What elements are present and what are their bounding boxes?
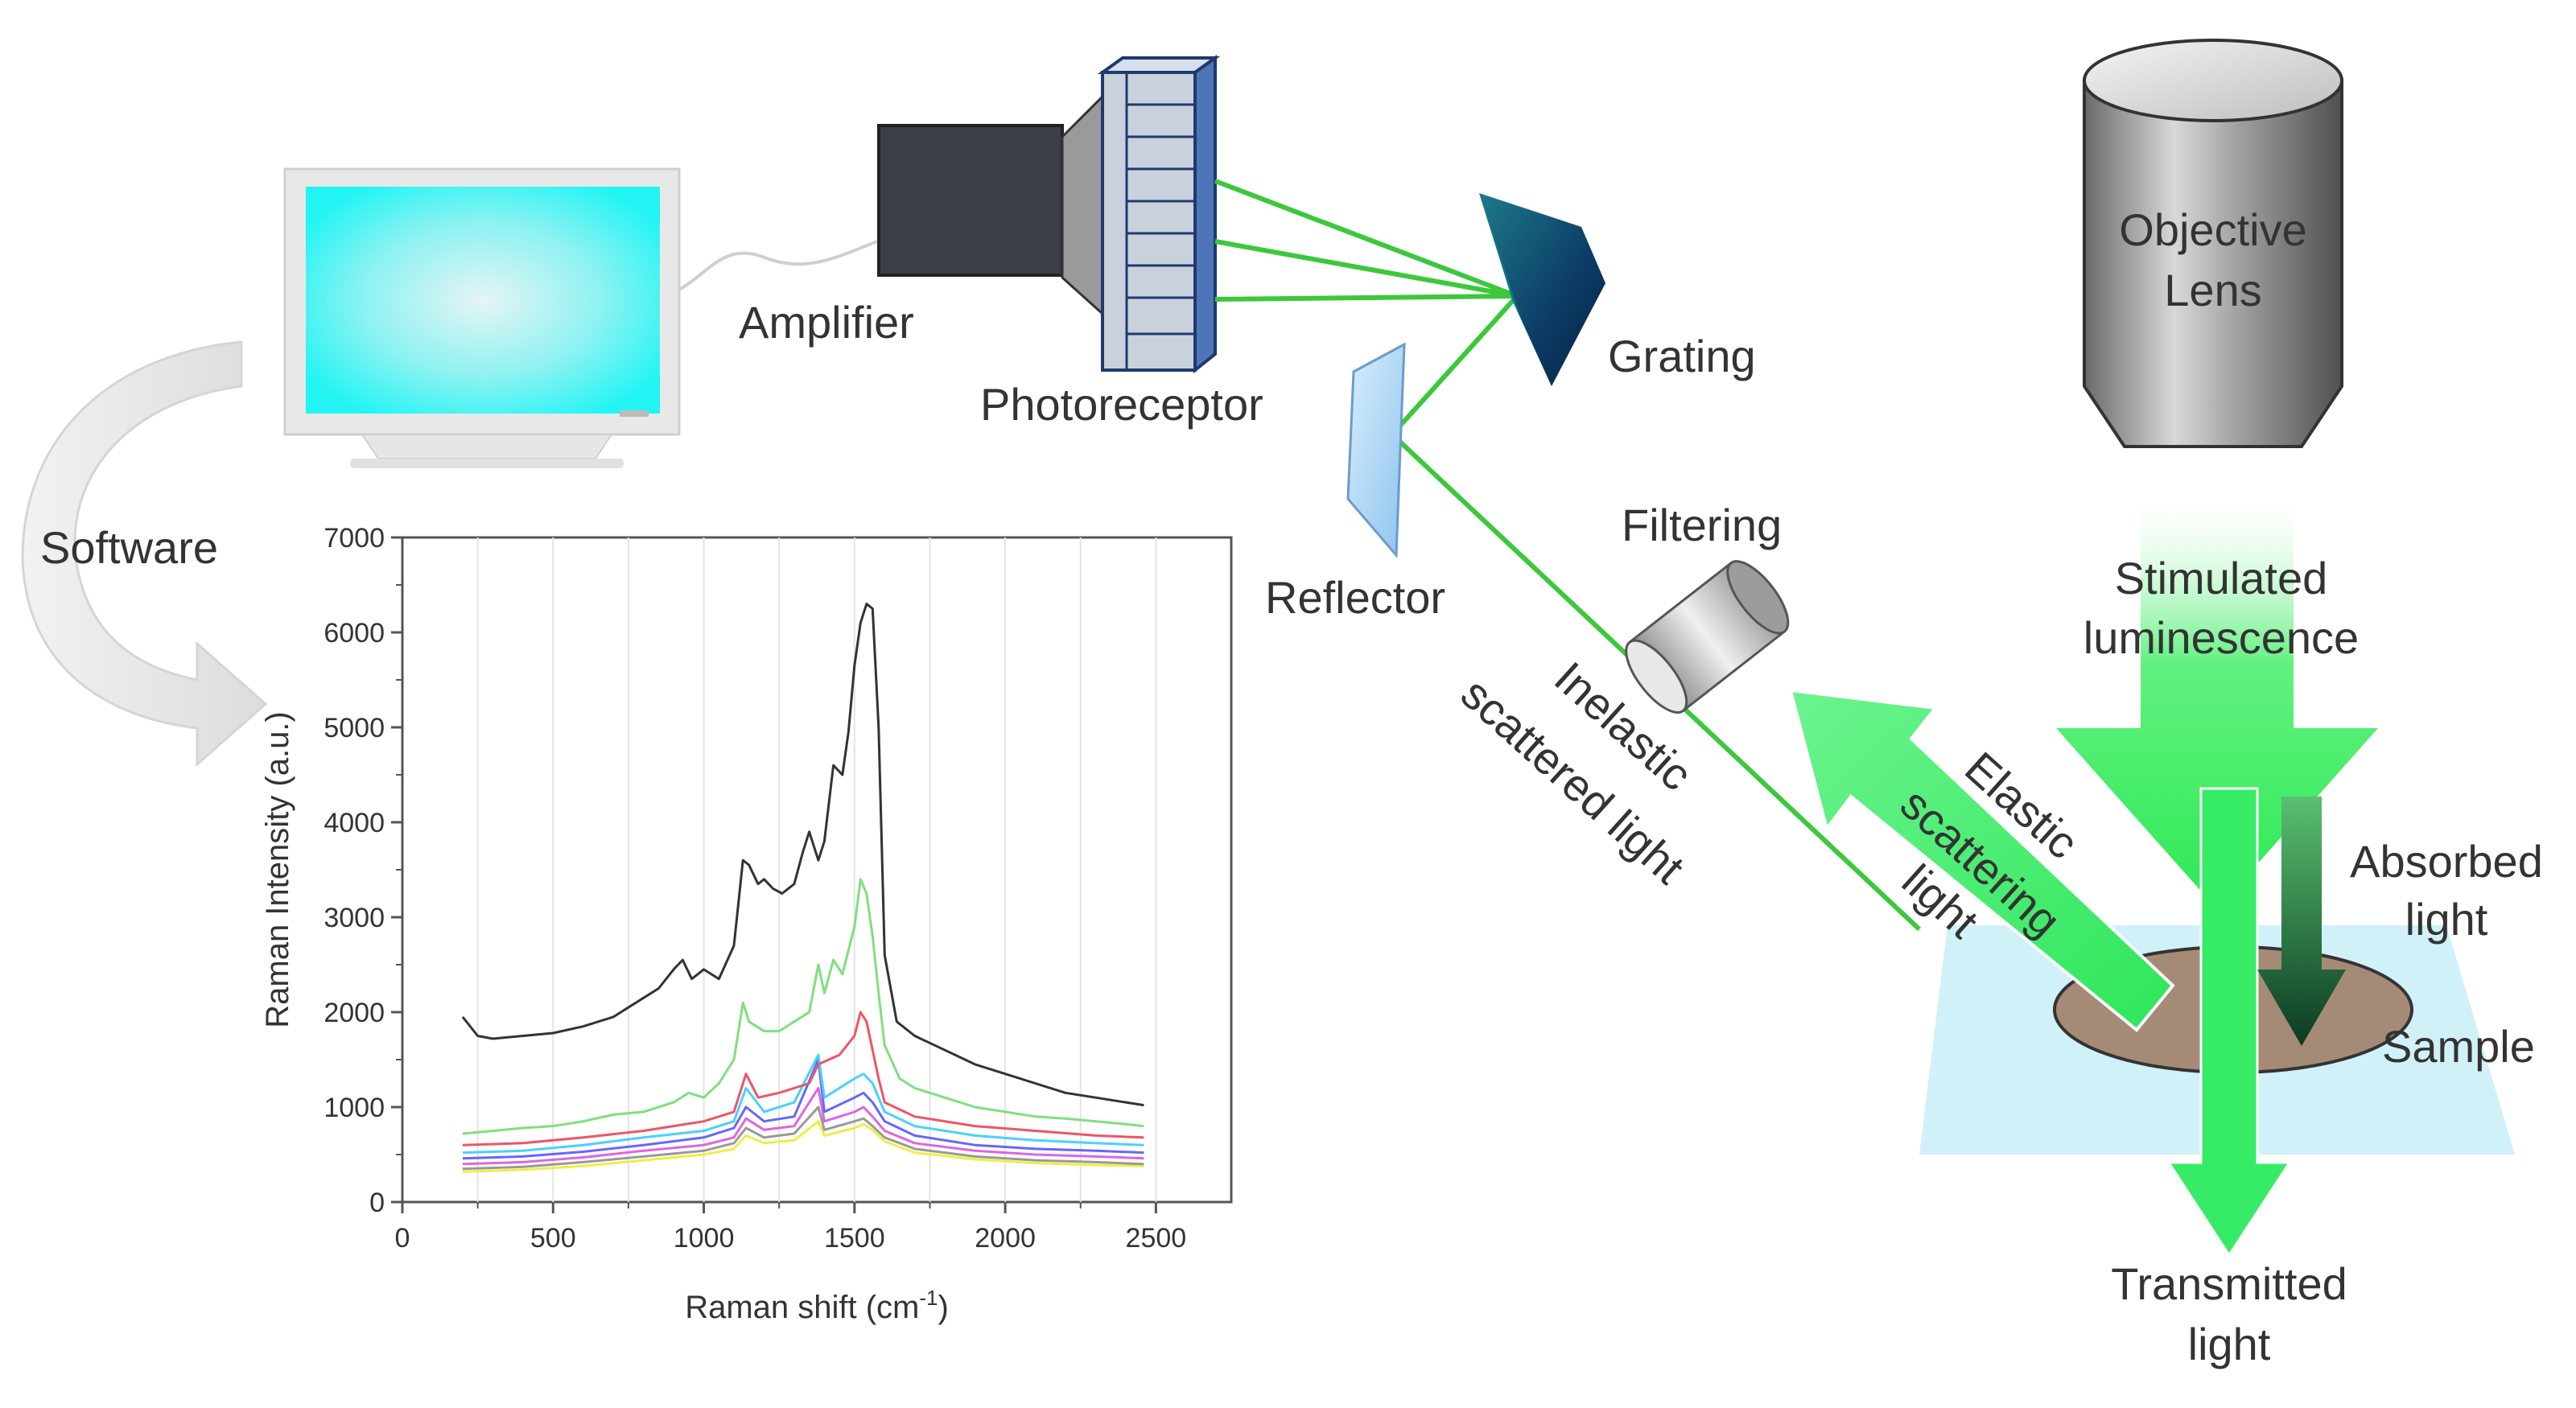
y-tick-label: 0: [369, 1188, 385, 1218]
photoreceptor-label: Photoreceptor: [980, 379, 1263, 430]
monitor-screen: [306, 187, 660, 414]
transmitted-label-2: light: [2188, 1319, 2271, 1369]
y-tick-label: 3000: [324, 903, 385, 933]
y-tick-label: 5000: [324, 713, 385, 743]
software-arrow: [21, 340, 268, 768]
spectrum-series-line: [462, 1105, 1144, 1171]
transmitted-label-1: Transmitted: [2111, 1258, 2347, 1309]
raman-chart: 0 500 1000 1500 2000 2500 0 1000 2000 3000 4000 50…: [260, 523, 1233, 1325]
chart-y-ticks: 0 1000 2000 3000 4000 5000 6000 7000: [324, 523, 402, 1218]
stimulated-label-2: luminescence: [2083, 612, 2359, 663]
photoreceptor-icon: [1097, 55, 1221, 374]
stimulated-label-1: Stimulated: [2115, 553, 2328, 603]
x-tick-label: 1500: [824, 1223, 885, 1254]
sample-label: Sample: [2382, 1021, 2535, 1072]
objective-lens-label-1: Objective: [2119, 204, 2306, 255]
transmitted-arrow: [2166, 787, 2292, 1258]
amplifier-icon: [877, 95, 1116, 315]
absorbed-label-1: Absorbed: [2350, 836, 2543, 887]
cable-line: [678, 240, 878, 291]
elastic-scattering-arrow: [1788, 688, 2175, 1032]
filtering-label: Filtering: [1622, 500, 1782, 550]
chart-y-axis-label: Raman Intensity (a.u.): [260, 711, 295, 1028]
spectrum-series-line: [462, 878, 1144, 1135]
x-tick-label: 0: [395, 1223, 410, 1254]
x-tick-label: 500: [530, 1223, 576, 1254]
absorbed-arrow: [2257, 797, 2346, 1046]
software-label: Software: [40, 522, 218, 573]
chart-grid: [476, 537, 1157, 1202]
grating-icon: [1479, 193, 1605, 386]
chart-series: [461, 603, 1144, 1173]
computer-monitor-icon: [283, 167, 681, 468]
filter-icon: [1625, 560, 1790, 714]
objective-lens-label-2: Lens: [2164, 265, 2261, 315]
absorbed-label-2: light: [2405, 894, 2488, 945]
reflector-label: Reflector: [1265, 572, 1445, 623]
y-tick-label: 7000: [324, 523, 385, 554]
objective-lens-icon: [2083, 39, 2343, 448]
y-tick-label: 1000: [324, 1093, 385, 1123]
y-tick-label: 4000: [324, 808, 385, 838]
chart-x-axis-label: Raman shift (cm-1): [685, 1286, 949, 1325]
spectrum-series-line: [461, 603, 1144, 1107]
spectrum-series-line: [462, 1086, 1144, 1166]
spectrum-series-line: [462, 1120, 1144, 1173]
spectrum-series-line: [462, 1011, 1144, 1147]
chart-plot-area: [401, 536, 1233, 1204]
x-tick-label: 2500: [1126, 1223, 1187, 1254]
spectrum-series-line: [462, 1058, 1144, 1160]
x-tick-label: 2000: [975, 1223, 1036, 1254]
chart-x-ticks: 0 500 1000 1500 2000 2500: [395, 1202, 1187, 1254]
y-tick-label: 2000: [324, 998, 385, 1028]
reflector-icon: [1346, 342, 1406, 558]
spectrum-series-line: [462, 1053, 1144, 1155]
x-tick-label: 1000: [674, 1223, 735, 1254]
y-tick-label: 6000: [324, 618, 385, 648]
amplifier-label: Amplifier: [739, 297, 914, 348]
grating-label: Grating: [1608, 331, 1756, 381]
